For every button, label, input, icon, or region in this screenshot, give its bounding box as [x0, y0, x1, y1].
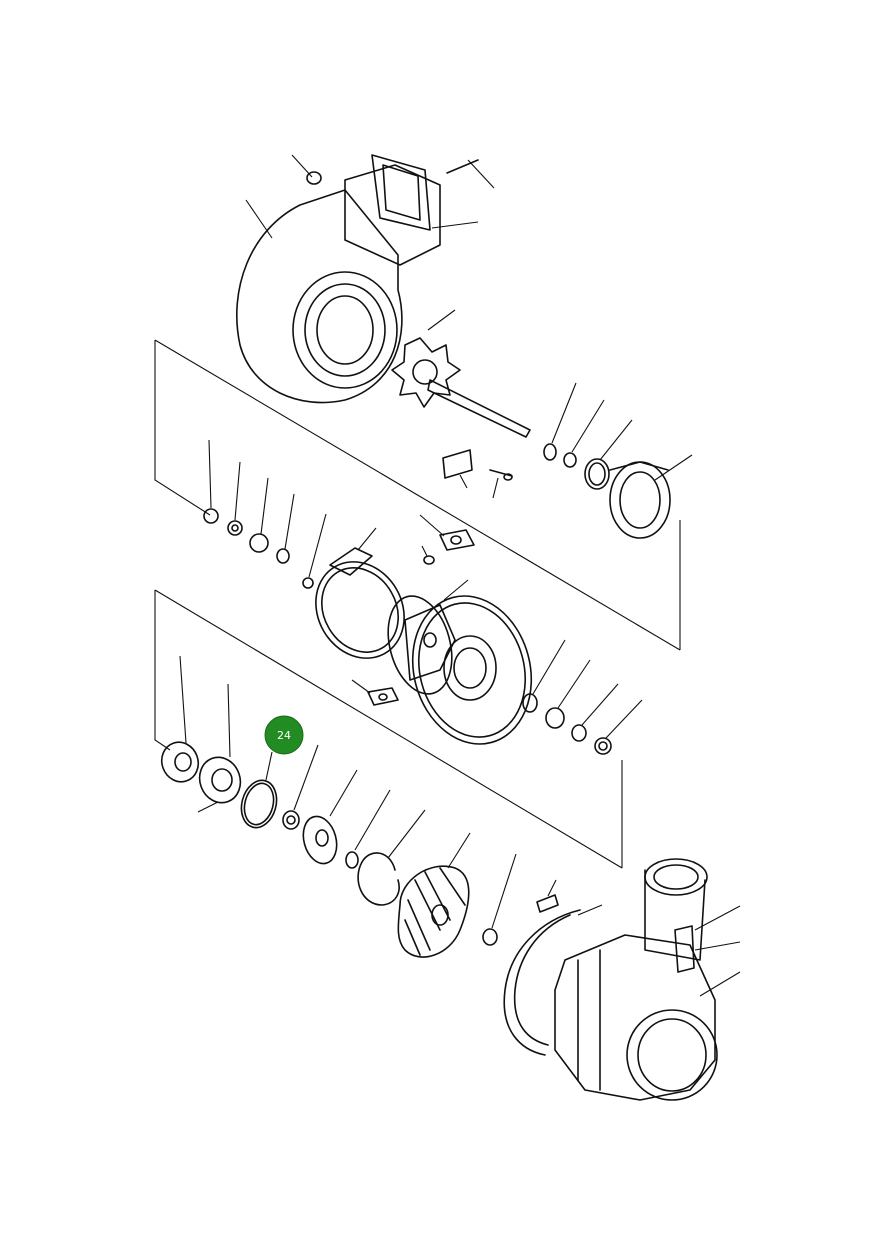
thrust-collar-icon: [160, 655, 200, 783]
backplate-icon: [411, 595, 533, 745]
bolt-icon: [536, 879, 559, 913]
shaft-nut-icon: [482, 853, 517, 946]
group-outline-upper: [154, 339, 681, 651]
turbine-wheel-shaft-icon: [391, 309, 531, 438]
v-band-clamp-icon: [315, 527, 405, 659]
gasket-lower-icon: [351, 679, 399, 706]
callout-label: 24: [277, 729, 291, 742]
turbine-housing-icon: [236, 154, 441, 404]
thrust-plate-icon: [197, 683, 242, 813]
small-parts-backplate: [522, 639, 643, 755]
compressor-housing-icon: [503, 858, 741, 1101]
bracket-plate-icon: [442, 449, 513, 499]
compressor-wheel-icon: [397, 832, 471, 958]
seal-ring-icon: [609, 454, 693, 539]
leader-lines-top: [245, 154, 495, 239]
callout-24[interactable]: 24: [264, 715, 304, 755]
small-parts-shaft: [543, 382, 633, 490]
gasket-small-icon: [419, 514, 475, 565]
snap-ring-icon: [357, 809, 426, 906]
fastener-row-upper: [203, 439, 327, 589]
piston-ring-icon: [345, 789, 391, 869]
nut-icon: [282, 744, 319, 830]
o-ring-icon: [240, 751, 278, 829]
group-outline-lower: [154, 589, 623, 869]
oil-slinger-icon: [302, 769, 358, 865]
